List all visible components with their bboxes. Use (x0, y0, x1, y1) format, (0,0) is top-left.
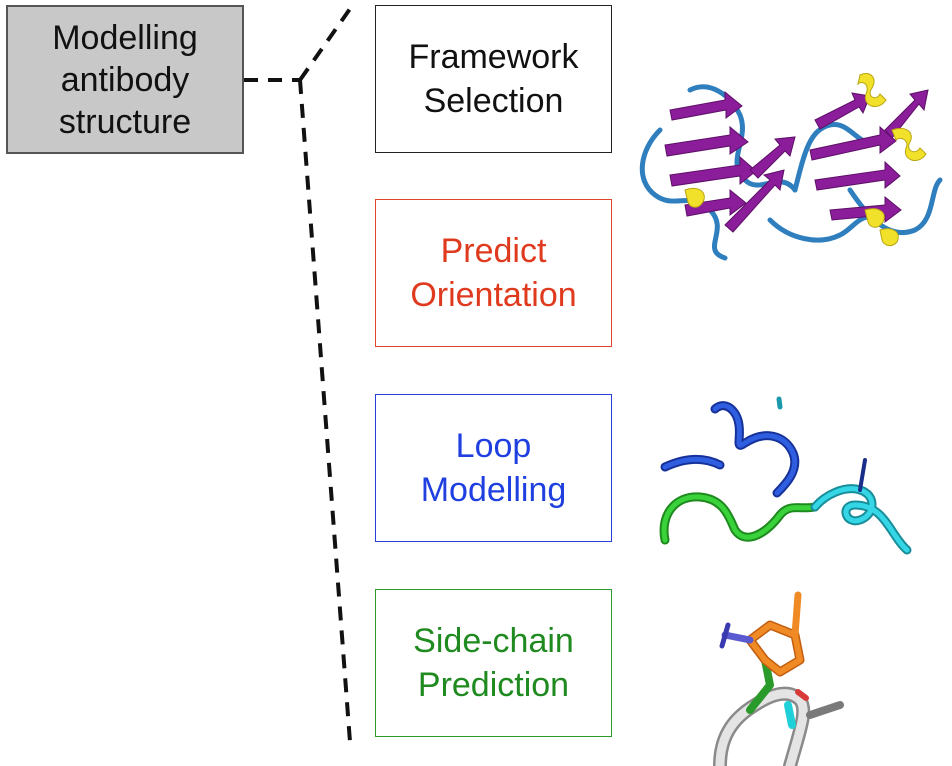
step-label: Loop Modelling (420, 427, 567, 509)
side-chain-sticks-image (713, 591, 844, 766)
step-label: Predict Orientation (410, 232, 577, 314)
root-label: Modelling antibody structure (52, 18, 198, 141)
step-framework-selection: Framework Selection (375, 5, 612, 153)
step-loop-modelling: Loop Modelling (375, 394, 612, 542)
upper-branch-line (298, 4, 354, 82)
loop-tubes-image (659, 396, 912, 555)
antibody-framework-ribbon-image (639, 73, 943, 261)
step-label: Side-chain Prediction (413, 622, 574, 704)
step-side-chain-prediction: Side-chain Prediction (375, 589, 612, 737)
step-label: Framework Selection (408, 38, 579, 120)
root-node: Modelling antibody structure (6, 5, 244, 154)
main-branch-line (298, 79, 352, 743)
step-predict-orientation: Predict Orientation (375, 199, 612, 347)
